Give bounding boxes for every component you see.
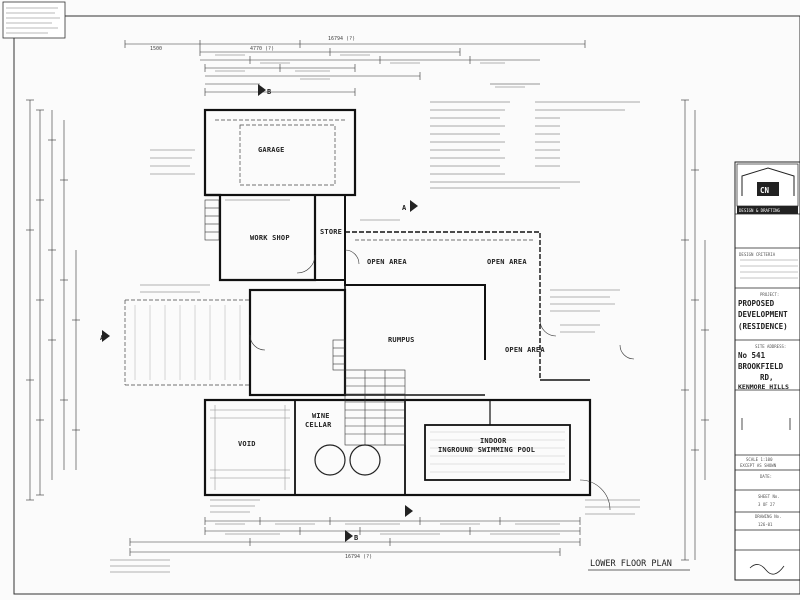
revision-stamp (2, 1, 66, 39)
workshop-label: WORK SHOP (250, 234, 290, 242)
section-marker-a-top: A (402, 200, 418, 212)
drawing-number-label: DRAWING No. (755, 514, 782, 519)
address-line-2: BROOKFIELD (738, 362, 784, 371)
svg-text:B: B (267, 88, 271, 96)
project-line-1: PROPOSED (738, 299, 775, 308)
top-dimension-2: 4770 (?) (250, 46, 274, 52)
section-marker-a-left: A (100, 330, 110, 342)
water-tanks (314, 444, 381, 476)
sheet-border (13, 15, 800, 595)
project-line-3: (RESIDENCE) (738, 322, 788, 331)
overall-bottom-dimension: 16794 (?) (345, 554, 372, 560)
building-walls (203, 108, 592, 497)
pool-label-1: INDOOR (480, 437, 507, 445)
void-label: VOID (238, 440, 256, 448)
project-line-2: DEVELOPMENT (738, 310, 788, 319)
address-line-4: KENMORE HILLS (738, 383, 789, 391)
title-block-logo: CN (760, 186, 770, 195)
drawing-number-value: 126-01 (758, 522, 773, 527)
section-marker-b-top: B (258, 84, 271, 96)
bottom-dimension-chains (129, 517, 581, 556)
plan-title: LOWER FLOOR PLAN (590, 559, 672, 569)
pool-label-2: INGROUND SWIMMING POOL (438, 446, 535, 454)
overall-top-dimension: 16794 (?) (328, 36, 355, 42)
store-label: STORE (320, 228, 342, 236)
rumpus-label: RUMPUS (388, 336, 415, 344)
wine-cellar-label-1: WINE (312, 412, 330, 420)
carport-hatch (134, 305, 241, 380)
bottom-dimension-scribbles (110, 523, 560, 573)
address-line-3: RD, (760, 373, 774, 382)
schedule-table (430, 101, 640, 189)
section-marker-b-bottom: B (345, 530, 358, 542)
scale-note: EXCEPT AS SHOWN (740, 463, 777, 468)
hidden-lines (124, 119, 535, 386)
wine-cellar-label-2: CELLAR (305, 421, 332, 429)
title-block (734, 161, 800, 581)
open-area-label-2: OPEN AREA (487, 258, 527, 266)
void-hatch (210, 405, 290, 490)
door-swings (249, 249, 635, 511)
rumpus-stair (332, 339, 346, 371)
date-label: DATE: (760, 474, 772, 479)
scale-label: SCALE 1:100 (746, 457, 773, 462)
open-area-label-1: OPEN AREA (367, 258, 407, 266)
svg-text:A: A (100, 334, 105, 342)
address-line-1: No 541 (738, 351, 766, 360)
left-dimension-chains (26, 99, 80, 501)
staircase (344, 369, 406, 446)
design-criteria-label: DESIGN CRITERIA (739, 252, 776, 257)
site-address-label: SITE ADDRESS: (755, 344, 786, 349)
garage-label: GARAGE (258, 146, 285, 154)
title-block-firm: DESIGN & DRAFTING (739, 208, 781, 213)
open-area-label-3: OPEN AREA (505, 346, 545, 354)
right-dimension-chains (681, 99, 709, 561)
svg-text:B: B (354, 534, 358, 542)
sheet-number-value: 3 OF 27 (758, 502, 775, 507)
signature (749, 564, 785, 575)
project-label: PROJECT: (760, 292, 779, 297)
top-dimension-scribbles (215, 54, 525, 88)
pool-hatch (430, 431, 565, 473)
top-dimension-1: 1500 (150, 46, 162, 52)
top-dimension-chains (124, 40, 586, 96)
svg-text:A: A (402, 204, 407, 212)
left-stair (204, 199, 220, 241)
annotation-leaders (140, 149, 640, 515)
sheet-number-label: SHEET No. (758, 494, 780, 499)
section-marker-a-bottom (405, 505, 413, 517)
